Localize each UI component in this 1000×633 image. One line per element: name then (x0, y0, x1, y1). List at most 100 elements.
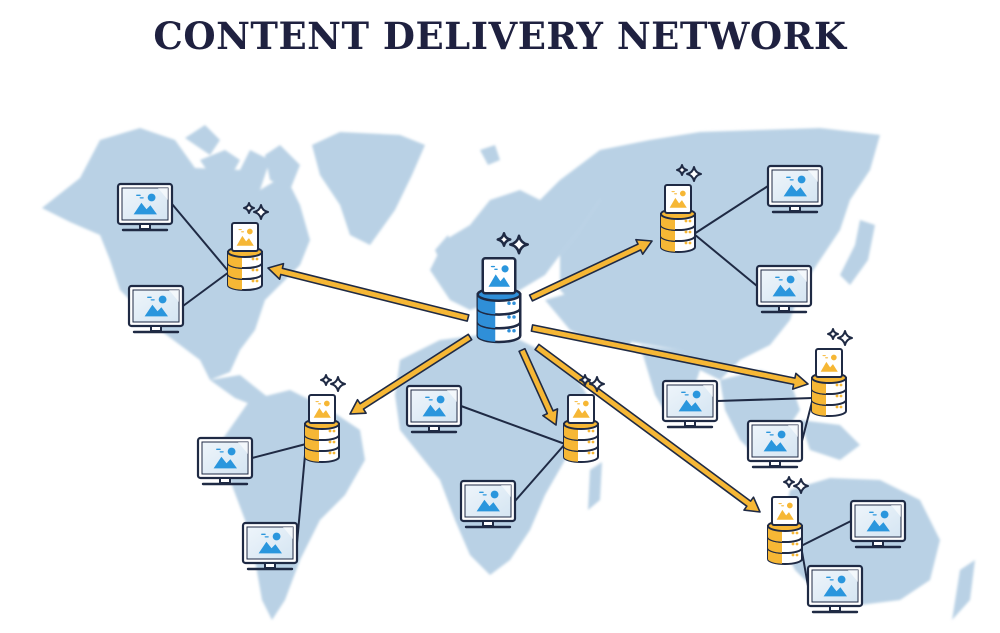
monitor-part (158, 188, 168, 200)
server-part (688, 219, 692, 223)
server-part (251, 257, 255, 261)
client-monitor (459, 479, 517, 529)
sparkle-icon (676, 164, 688, 176)
image-icon (763, 430, 787, 452)
monitor-part (891, 505, 901, 517)
image-icon (823, 575, 847, 597)
monitor-part (848, 570, 858, 582)
server-part (815, 348, 843, 378)
continent-europe (430, 170, 600, 310)
client-monitor (806, 564, 864, 614)
client-connector-line (296, 443, 307, 544)
image-icon (422, 395, 446, 417)
server-part (591, 451, 595, 455)
server-part (332, 429, 336, 433)
monitor-part (788, 425, 798, 437)
server-part (587, 429, 591, 433)
server-part (251, 268, 255, 272)
image-icon (258, 532, 282, 554)
server-part (512, 301, 516, 305)
edge-server-southeast-asia (811, 328, 853, 417)
server-part (835, 394, 839, 398)
server-part (795, 553, 799, 557)
client-monitor (405, 384, 463, 434)
server-part (835, 405, 839, 409)
continent-greenland (312, 132, 425, 245)
monitor-part (703, 385, 713, 397)
server-part (684, 230, 688, 234)
client-connector-line (800, 520, 852, 547)
server-part (308, 394, 336, 424)
sparkle-icon (827, 328, 839, 340)
servers (227, 164, 853, 565)
monitor-part (769, 460, 781, 467)
monitor-part (797, 270, 807, 282)
monitor-part (201, 441, 249, 475)
server-part (791, 531, 795, 535)
arrow-origin-to-south-america (349, 333, 473, 415)
edge-server-north-america (227, 202, 269, 291)
client-connector-line (460, 405, 566, 445)
continent-south-america (222, 390, 365, 620)
client-connector-line (693, 233, 758, 287)
server-part (688, 241, 692, 245)
server-part (251, 279, 255, 283)
continent-japan (840, 220, 875, 285)
continent-middle-east (545, 290, 640, 345)
distribution-arrows (267, 238, 809, 513)
server-part (328, 440, 332, 444)
content-image-icon (236, 228, 254, 246)
sparkle-icon (579, 374, 591, 386)
monitor-part (751, 424, 799, 458)
sparkle-icon (320, 374, 332, 386)
image-icon (213, 447, 237, 469)
monitor-part (811, 569, 859, 603)
server-part (512, 315, 516, 319)
origin-server (476, 232, 529, 344)
monitor-part (482, 520, 494, 527)
server-part (791, 553, 795, 557)
arrow-origin-to-africa (518, 347, 559, 426)
server-part (795, 531, 799, 535)
monitor-part (264, 562, 276, 569)
edge-server-africa (563, 374, 605, 463)
image-icon (476, 490, 500, 512)
image-icon (866, 510, 890, 532)
arrow-origin-to-australia (534, 343, 761, 513)
monitor-part (219, 477, 231, 484)
monitor-part (872, 540, 884, 547)
server-part (507, 315, 511, 319)
sparkle-icon (243, 202, 255, 214)
continent-new-zealand (952, 560, 975, 620)
sparkle-icon (330, 376, 346, 392)
edge-server-australia (767, 476, 809, 565)
server-part (591, 440, 595, 444)
server-part (255, 257, 259, 261)
server-part (664, 184, 692, 214)
monitor-part (238, 442, 248, 454)
image-icon (783, 175, 807, 197)
server-part (688, 230, 692, 234)
client-monitor (127, 284, 185, 334)
sparkle-icon (496, 232, 512, 247)
server-part (684, 219, 688, 223)
client-connector-line (716, 397, 814, 402)
sparkle-icon (783, 476, 795, 488)
server-part (507, 301, 511, 305)
image-icon (144, 295, 168, 317)
server-part (332, 440, 336, 444)
image-icon (133, 193, 157, 215)
monitor-part (121, 187, 169, 221)
monitor-part (132, 289, 180, 323)
sparkle-icon (837, 330, 853, 346)
client-monitor (746, 419, 804, 469)
client-monitors (116, 164, 907, 614)
server-part (255, 279, 259, 283)
server-part (591, 429, 595, 433)
client-monitor (116, 182, 174, 232)
monitor-part (829, 605, 841, 612)
client-monitor (755, 264, 813, 314)
client-connector-line (251, 443, 307, 459)
server-part (481, 257, 517, 295)
monitor-part (666, 384, 714, 418)
